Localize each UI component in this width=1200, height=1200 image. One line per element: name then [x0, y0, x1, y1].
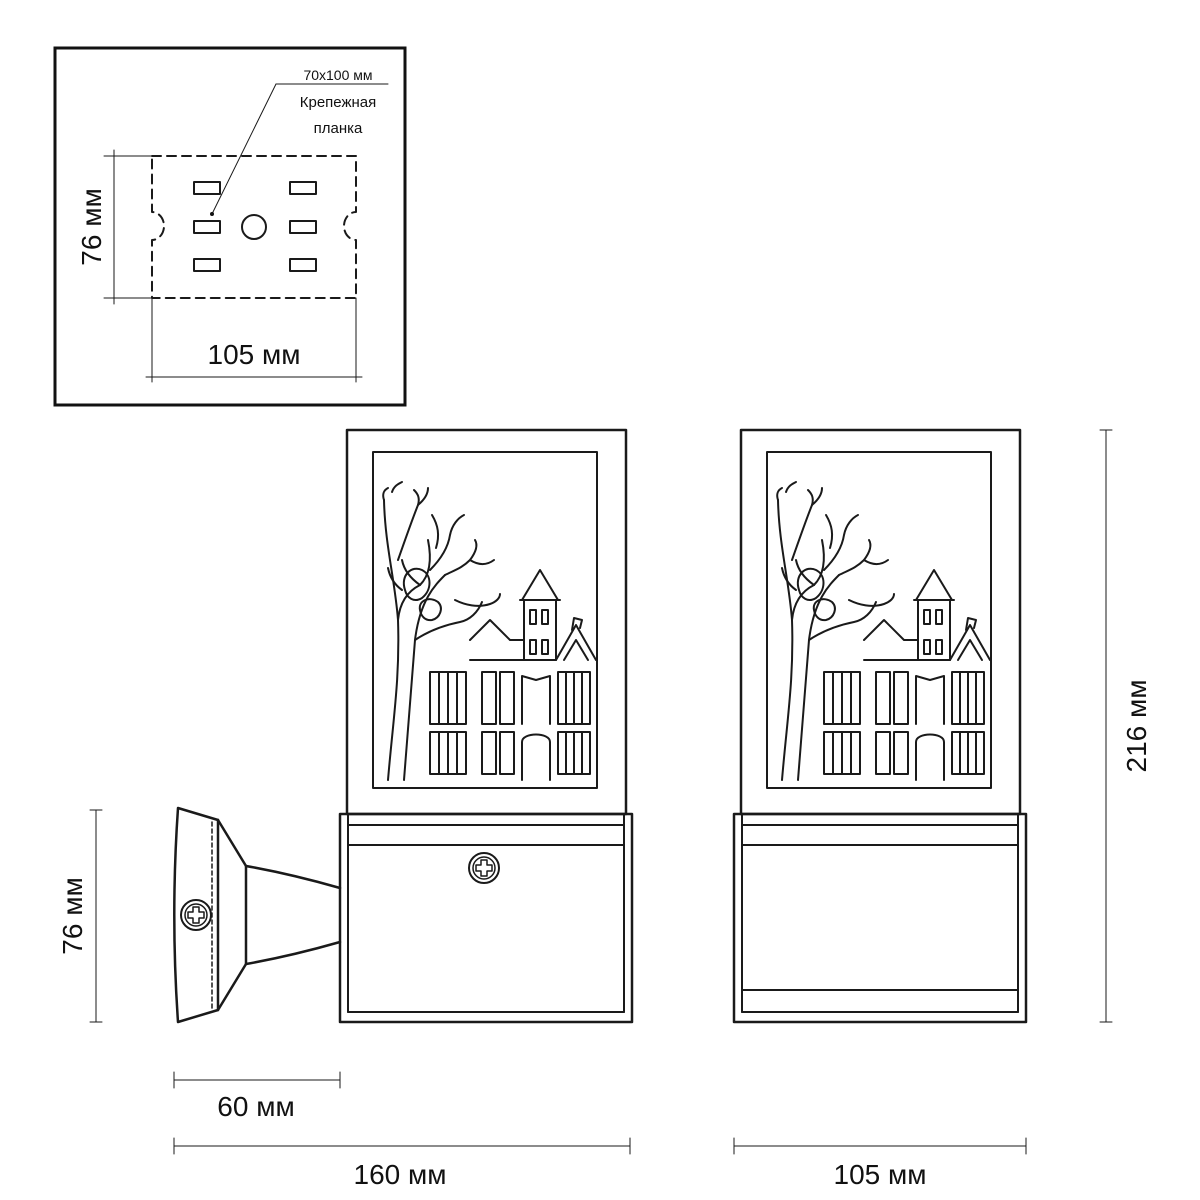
- plate-height-label: 76 мм: [76, 188, 107, 265]
- mounting-slots: [193, 181, 317, 272]
- total-height-label: 216 мм: [1121, 680, 1152, 773]
- front-view: 216 мм 105 мм: [732, 428, 1152, 1190]
- front-width-dimension: 105 мм: [733, 1137, 1027, 1190]
- plate-name-line2: планка: [314, 120, 363, 137]
- total-height-dimension: 216 мм: [1099, 429, 1152, 1023]
- side-view: 76 мм 60 мм 160 мм: [57, 428, 634, 1190]
- center-hole: [241, 214, 267, 240]
- wall-bracket: [173, 806, 342, 1024]
- total-depth-dimension: 160 мм: [173, 1137, 631, 1190]
- plate-width-dimension: 105 мм: [145, 297, 363, 383]
- lamp-body-side: [338, 428, 634, 1024]
- front-width-label: 105 мм: [834, 1159, 927, 1190]
- leader-line: [211, 83, 277, 215]
- lamp-body-front: [732, 428, 1028, 1024]
- decorative-scene-front: [776, 481, 991, 781]
- plate-height-dimension: 76 мм: [76, 149, 153, 305]
- decorative-scene-side: [382, 481, 597, 781]
- plate-size-label: 70x100 мм: [303, 67, 372, 83]
- plate-name-line1: Крепежная: [300, 94, 377, 111]
- bracket-screw-icon: [180, 899, 212, 931]
- mounting-plate-outline: [151, 155, 357, 299]
- total-depth-label: 160 мм: [354, 1159, 447, 1190]
- bracket-height-dimension: 76 мм: [57, 809, 103, 1023]
- plate-width-label: 105 мм: [208, 339, 301, 370]
- body-screw-icon: [468, 852, 500, 884]
- detail-frame: [53, 46, 407, 407]
- bracket-depth-dimension: 60 мм: [173, 1071, 341, 1122]
- bracket-depth-label: 60 мм: [217, 1091, 294, 1122]
- mounting-plate-detail: 70x100 мм Крепежная планка 76 мм 105 мм: [53, 46, 407, 407]
- bracket-height-label: 76 мм: [57, 877, 88, 954]
